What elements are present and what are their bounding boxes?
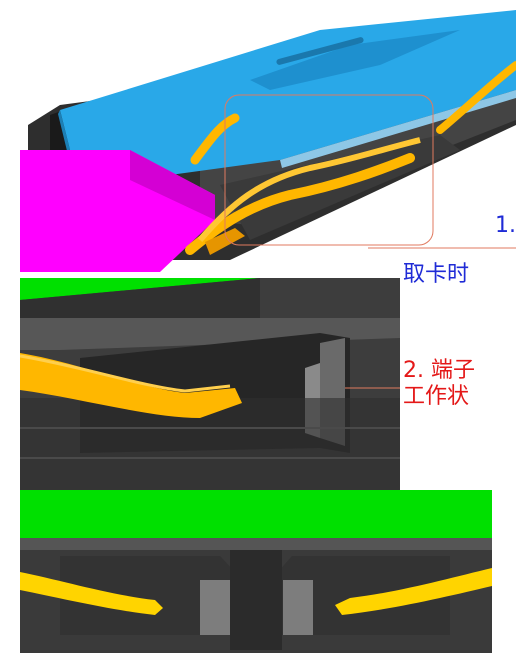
callout-1-number: 1. xyxy=(495,213,516,238)
contact-terminal xyxy=(20,353,242,418)
callout-2-text: 工作状 xyxy=(403,384,470,409)
card-removal-view xyxy=(20,10,516,278)
contact-terminal xyxy=(335,568,492,615)
terminal-working-view xyxy=(20,278,400,496)
highlight-box xyxy=(224,94,434,246)
cross-section-view xyxy=(20,490,492,653)
callout-1-text: 取卡时 xyxy=(403,262,470,287)
contact-terminal xyxy=(20,572,163,615)
contact-terminal xyxy=(185,153,415,255)
callout-2-number: 2. 端子 xyxy=(403,358,475,383)
